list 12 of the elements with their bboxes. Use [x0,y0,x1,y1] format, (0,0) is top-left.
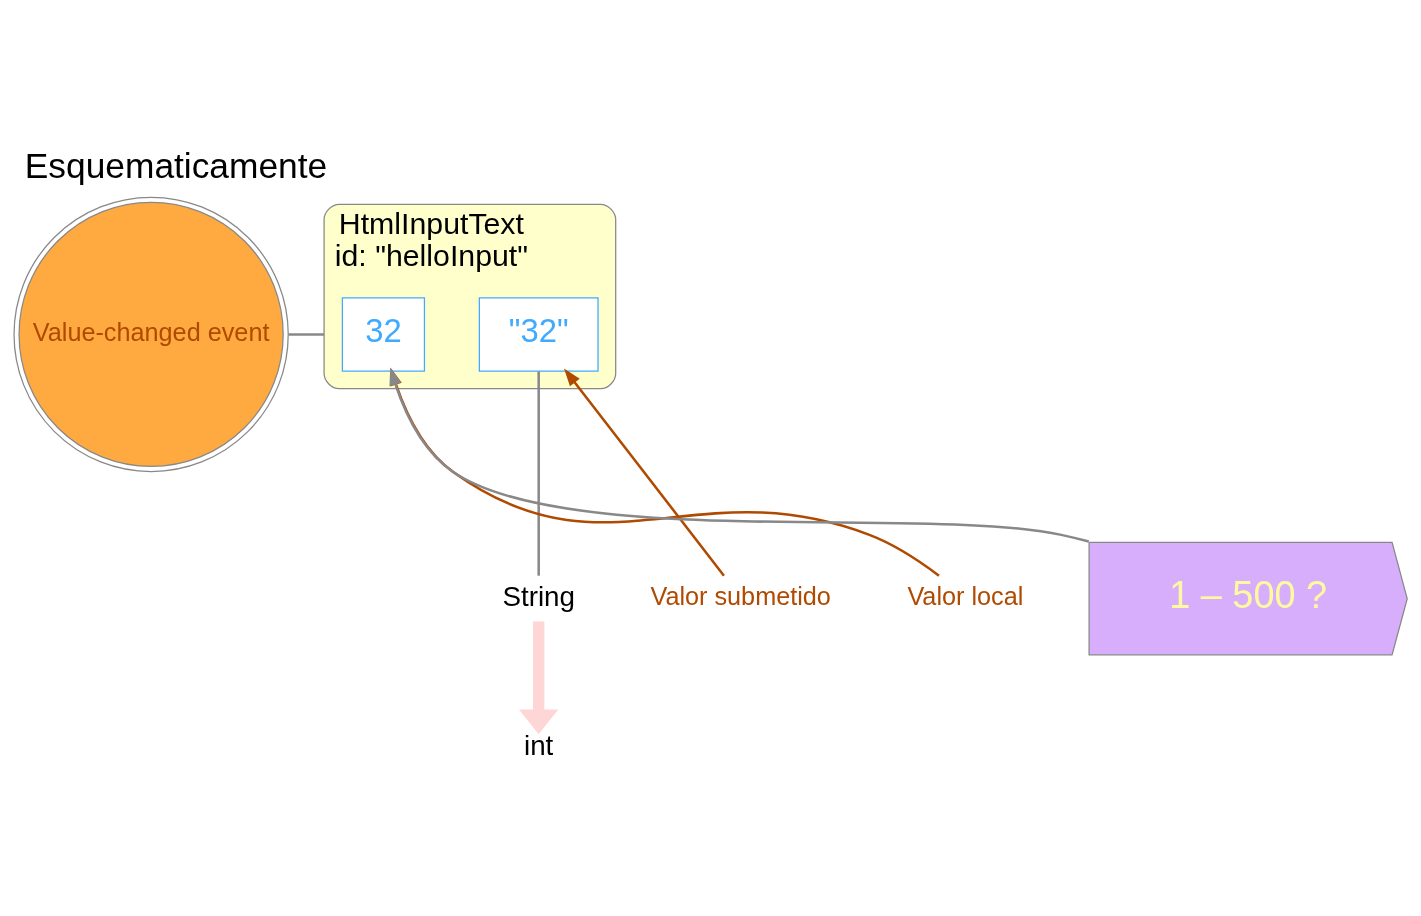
node-text: String [502,580,575,612]
node-text: Valor submetido [650,581,831,610]
connector [537,371,540,576]
connector [288,333,325,336]
node-circle: Value-changed event [13,196,289,473]
node-text: int [524,730,554,762]
node-box: "32" [478,297,599,372]
arrow [519,621,559,735]
node-text: Valor local [907,581,1024,610]
node-box: 32 [341,297,426,372]
arrow [564,368,725,577]
diagram-title: Esquematicamente [24,146,328,186]
